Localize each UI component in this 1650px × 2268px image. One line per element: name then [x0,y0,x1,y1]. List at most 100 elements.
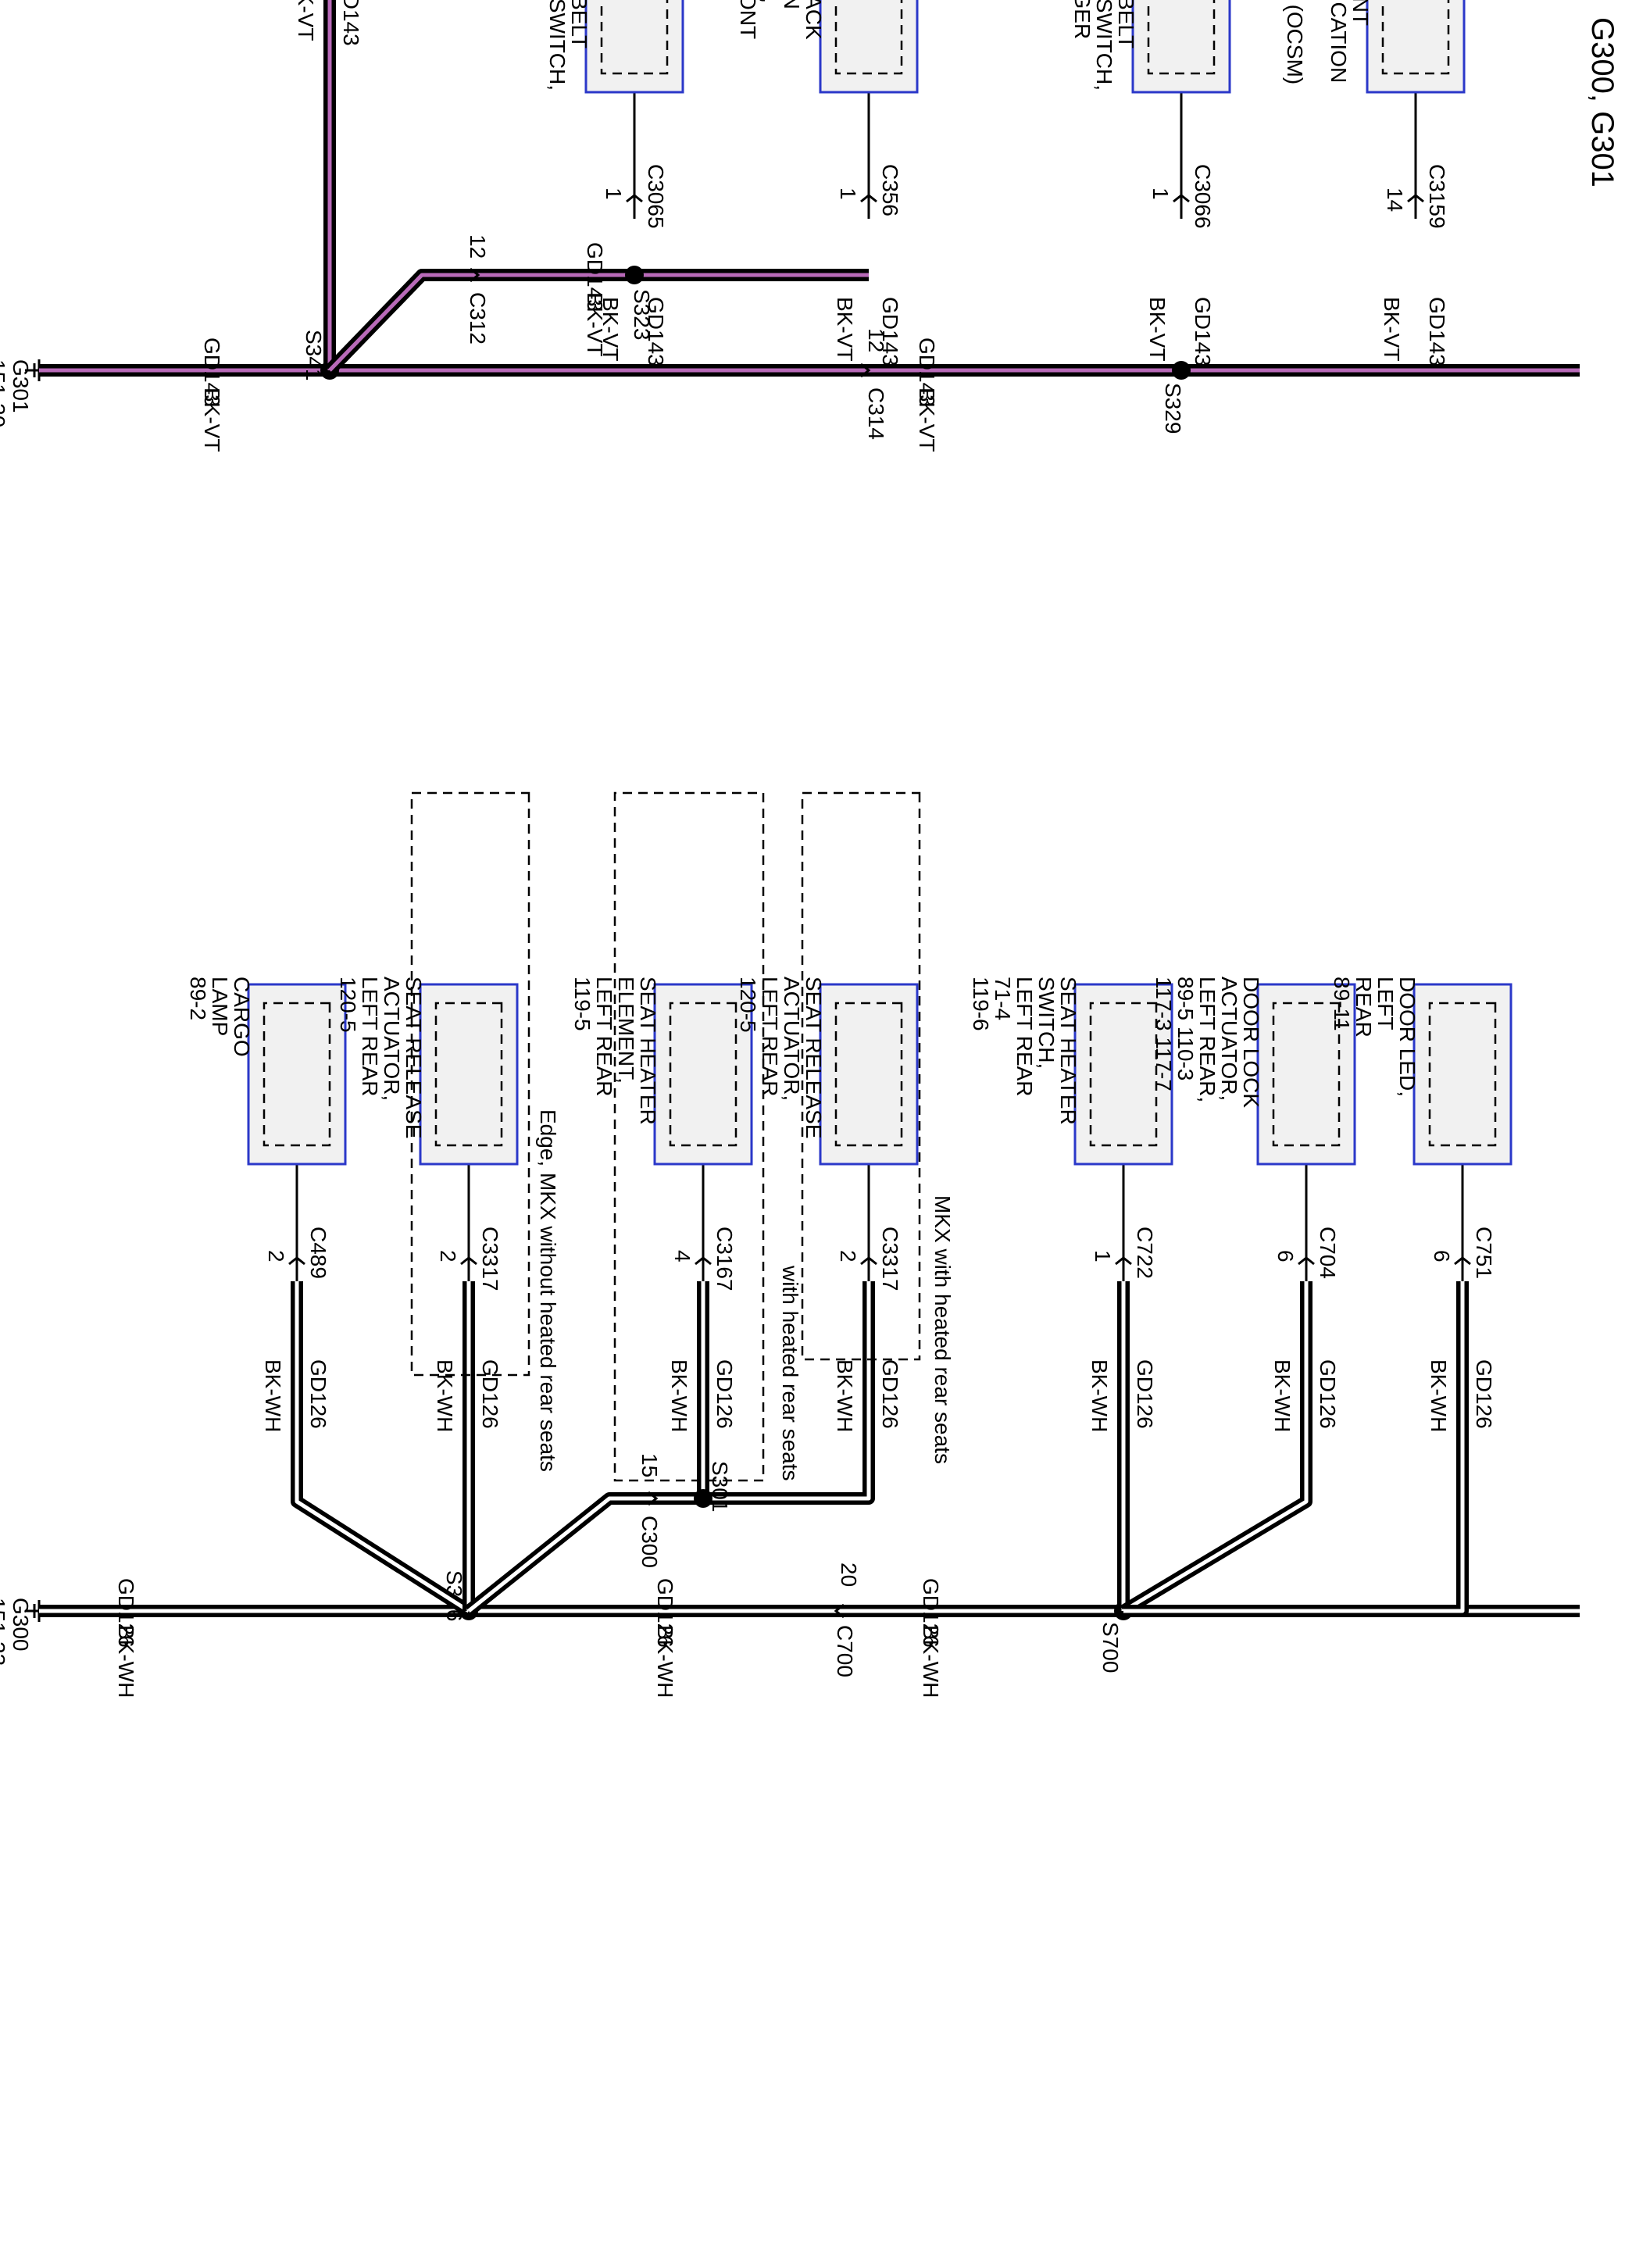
g300-component-label-4-1: SWITCH, [1034,977,1059,1069]
g301-component-label-3-3: MODULE (OCSM) [1283,0,1307,84]
ground-g300-label: G300 [9,1598,33,1652]
trunk-circuit-3: GD126 [919,1578,943,1648]
g300-connector-5: C704 [1316,1227,1340,1279]
g300-component-label-5-3: 89-5 110-3 [1173,977,1198,1080]
g300-connector-mark-0 [288,1256,305,1266]
g300-component-label-1-2: LEFT REAR [358,977,382,1097]
g300-component-label-4-3: 71-4 [991,977,1015,1020]
g300-component-label-2-1: ELEMENT, [614,977,638,1084]
splice-s329-dot [1172,361,1191,380]
g301-component-label-1-0: SEAT TRACK [802,0,826,40]
c300-pin: 15 [638,1453,662,1477]
g300-connector-mark-5 [1298,1256,1315,1266]
g300-component-box-3 [819,983,919,1166]
branch-c312-stripe [328,273,869,372]
g300-component-label-1-3: 120-5 [336,977,360,1033]
g300-component-box-4 [1073,983,1173,1166]
g301-connector-mark-2 [1173,194,1190,203]
g300-component-label-0-1: LAMP [208,977,232,1036]
g301-component-inner-2 [1147,0,1216,75]
g300-component-label-4-4: 119-6 [969,977,993,1031]
g300-component-label-6-1: LEFT [1373,977,1398,1030]
trunk2-color-2: BK-VT [915,388,939,452]
g300-pin-1: 2 [436,1250,460,1263]
splice-s301-dot [694,1489,712,1508]
g300-component-box-1 [419,983,519,1166]
g300-component-label-5-0: DOOR LOCK [1239,977,1263,1108]
c314-pin: 12 [864,328,888,352]
g300-circuit-0: GD126 [306,1359,330,1429]
g301-pin-0: 1 [602,188,626,200]
trunk2-circuit-1: GD143 [200,338,224,407]
g300-component-label-0-0: CARGO [230,977,254,1057]
region-heated-seats-box [613,791,765,1482]
c314-connector-mark [860,363,871,378]
branch-c300-stripe [467,1496,703,1613]
c312-connector-mark [470,267,480,283]
g300-connector-mark-1 [460,1256,477,1266]
g301-color-2: BK-VT [1145,297,1170,361]
g300-connector-3: C3317 [878,1227,902,1291]
g300-connector-2: C3167 [712,1227,737,1291]
g300-component-label-3-0: SEAT RELEASE [802,977,826,1139]
c314-name: C314 [864,388,888,440]
g300-circuit-4: GD126 [1133,1359,1157,1429]
g300-component-label-6-3: 89-11 [1330,977,1354,1031]
g300-component-inner-5 [1272,1002,1341,1147]
g300-component-label-2-3: 119-5 [570,977,595,1031]
camera-circuit: GD143 [339,0,363,46]
trunk-circuit-1: GD126 [114,1578,138,1648]
trunk-circuit-2: GD126 [653,1578,677,1648]
trunk2-circuit-2: GD143 [915,338,939,407]
g300-component-label-2-2: LEFT REAR [592,977,616,1097]
g300-connector-mark-6 [1454,1256,1471,1266]
g300-component-box-0 [247,983,347,1166]
splice-s301-label: S301 [708,1461,732,1512]
trunk-color-3: BK-WH [919,1625,943,1698]
g300-connector-0: C489 [306,1227,330,1279]
branch-door-lock-stripe [1122,1281,1309,1613]
g300-circuit-2: GD126 [712,1359,737,1429]
g300-component-label-1-1: ACTUATOR, [380,977,404,1101]
trunk-color-2: BK-WH [653,1625,677,1698]
branch-door-led-stripe [1123,1281,1465,1613]
g301-circuit-3: GD143 [1425,297,1449,366]
g300-component-box-5 [1256,983,1356,1166]
g300-component-label-3-1: ACTUATOR, [780,977,804,1101]
splice-s700-label: S700 [1098,1622,1123,1673]
g300-component-box-2 [653,983,753,1166]
g301-color-0: BK-VT [598,297,623,361]
g300-component-label-6-0: DOOR LED, [1395,977,1420,1097]
g300-component-label-4-2: LEFT REAR [1012,977,1037,1097]
region-mkx-heated-box [801,791,921,1361]
g300-pin-4: 1 [1091,1250,1115,1263]
c700-connector [834,1603,845,1619]
branch-cargo-lamp-stripe [295,1281,470,1613]
ground-g301-label: G301 [9,359,33,413]
trunk-color-1: BK-WH [114,1625,138,1698]
g301-component-label-3-1: CLASSIFICATION [1327,0,1351,83]
g301-connector-mark-3 [1407,194,1424,203]
g300-component-label-3-3: 120-5 [736,977,760,1033]
g301-component-label-1-3: LEFT FRONT [736,0,760,39]
g301-component-label-1-2: SENSOR, [758,0,782,3]
g301-component-box-3 [1366,0,1466,94]
g301-component-label-2-2: PASSENGER [1070,0,1095,39]
g300-circuit-3: GD126 [878,1359,902,1429]
c312-circuit: GD143 [583,242,607,312]
g300-component-label-5-4: 117-3 117-7 [1152,977,1176,1091]
trunk2-color-1: BK-VT [200,388,224,452]
diagram-title: G300, G301 [1585,17,1620,188]
g301-component-label-1-1: POSITION [780,0,804,9]
g301-component-box-0 [584,0,684,94]
g301-connector-3: C3159 [1425,164,1449,229]
g301-component-box-2 [1131,0,1231,94]
g300-component-label-5-2: LEFT REAR, [1195,977,1220,1102]
g301-connector-0: C3065 [644,164,668,229]
g301-connector-mark-0 [626,194,643,203]
g300-pin-6: 6 [1430,1250,1454,1263]
region-mkx-heated-label: MKX with heated rear seats [930,1195,955,1464]
g301-component-inner-1 [834,0,903,75]
